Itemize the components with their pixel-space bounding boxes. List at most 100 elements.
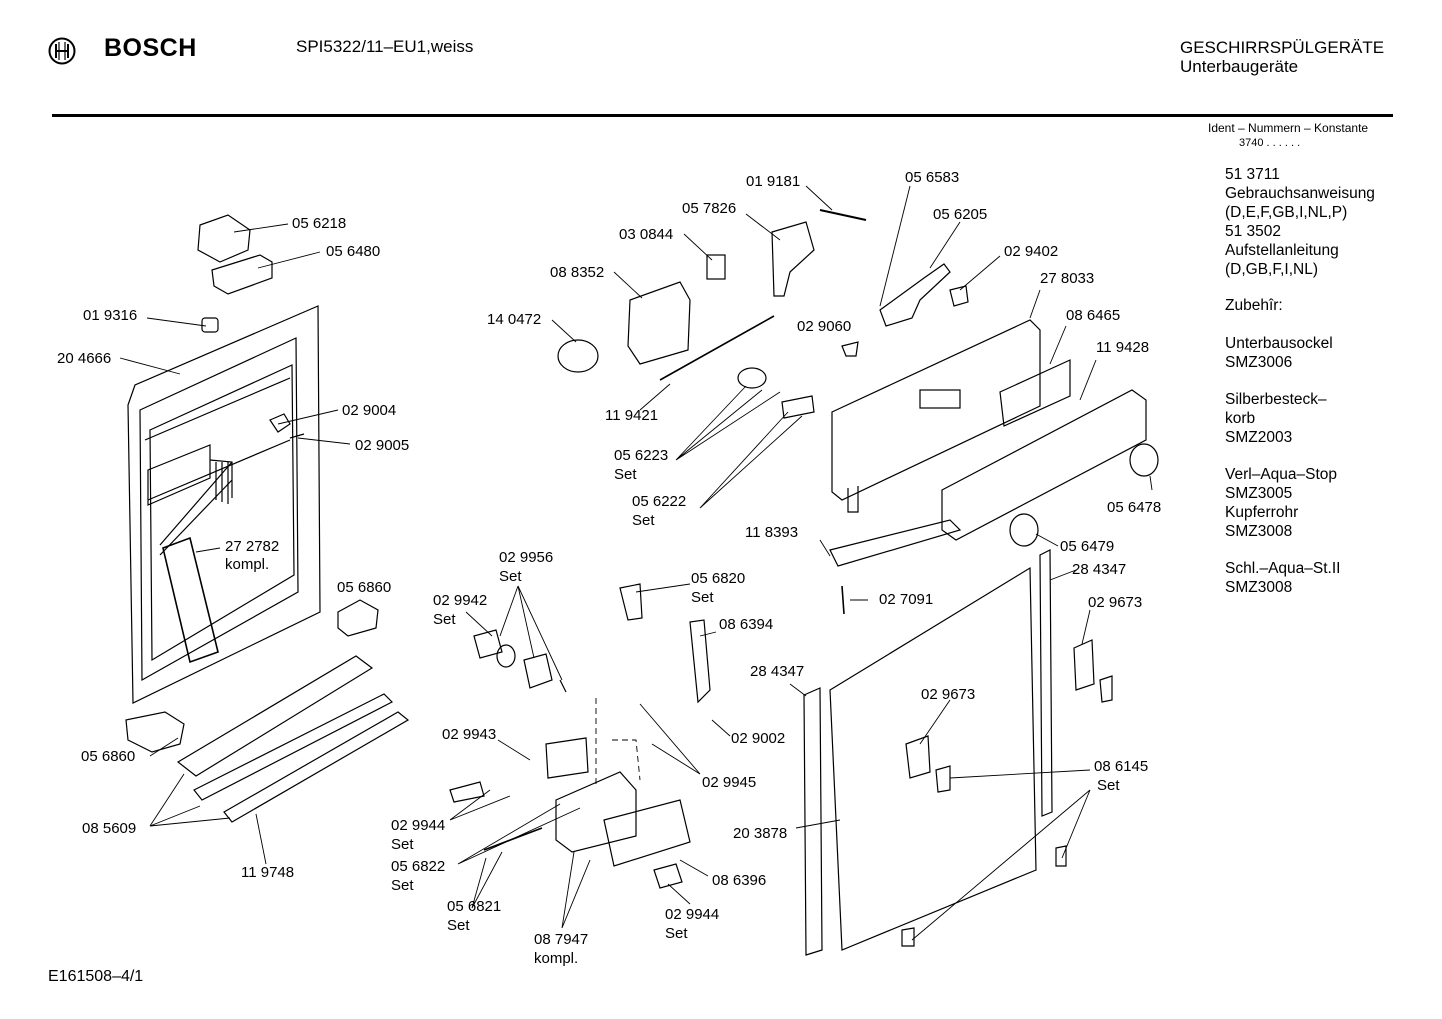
clip-part (201, 317, 219, 333)
sensor-part (879, 263, 951, 327)
doc-number: 51 3711 (1225, 166, 1280, 183)
part-label-note: Set (391, 836, 414, 853)
part-label: 08 6465 (1066, 307, 1121, 324)
part-label-note: Set (614, 466, 637, 483)
bracket-part (771, 221, 815, 297)
part-label: 05 6478 (1107, 499, 1162, 516)
bosch-logo-icon (48, 37, 76, 65)
display-part (999, 359, 1071, 427)
part-label-note: Set (433, 611, 456, 628)
part-label: 02 9673 (1088, 594, 1143, 611)
bracket-part (901, 927, 915, 947)
part-label: 08 8352 (550, 264, 605, 281)
part-label: 02 9673 (921, 686, 976, 703)
corner-block-part (337, 599, 379, 637)
part-label: 11 9748 (241, 864, 295, 881)
part-label-note: Set (691, 589, 714, 606)
seal-part (473, 629, 503, 659)
latch-housing-part (211, 254, 273, 295)
cable-strip (162, 536, 219, 664)
screw-part (841, 341, 859, 357)
accessory-code: SMZ3008 (1225, 579, 1293, 596)
part-label: 14 0472 (487, 311, 542, 328)
brand-name: BOSCH (104, 34, 197, 62)
accessory-code: SMZ3008 (1225, 523, 1293, 540)
bracket-part (935, 765, 951, 793)
part-label: 02 9956 (499, 549, 554, 566)
gasket-part (603, 799, 691, 867)
model-number: SPI5322/11–EU1,weiss (296, 37, 474, 56)
part-label: 05 6583 (905, 169, 960, 186)
part-label: 01 9316 (83, 307, 138, 324)
switch-set-part (781, 395, 815, 419)
inner-door-panel (127, 305, 321, 704)
spring-part (619, 583, 643, 621)
part-label: 02 9942 (433, 592, 488, 609)
ident-constant: 3740 . . . . . . (1239, 137, 1301, 149)
ring-part (559, 679, 567, 693)
product-category: GESCHIRRSPÜLGERÄTE (1180, 38, 1385, 57)
trim-strip-part (829, 519, 962, 567)
part-label: 05 6222 (632, 493, 687, 510)
part-label: 05 6223 (614, 447, 669, 464)
accessories-heading: Zubehîr: (1225, 297, 1283, 314)
accessory-name: Kupferrohr (1225, 504, 1299, 521)
pin-part (289, 433, 305, 439)
lever-part (689, 619, 711, 704)
wire-part (659, 315, 775, 381)
part-label: 20 4666 (57, 350, 112, 367)
bracket-part (1099, 675, 1113, 703)
cable-part (819, 209, 867, 221)
part-label: 02 9060 (797, 318, 852, 335)
part-label: 20 3878 (733, 825, 788, 842)
part-label: 28 4347 (1072, 561, 1127, 578)
part-label: 27 2782 (225, 538, 280, 555)
accessory-name: Silberbesteck– (1225, 391, 1327, 408)
part-label: 11 8393 (745, 524, 799, 541)
part-label: 02 7091 (879, 591, 934, 608)
accessory-code: SMZ3005 (1225, 485, 1293, 502)
part-label: 05 6820 (691, 570, 746, 587)
part-label: 05 6860 (81, 748, 136, 765)
part-label: 11 9428 (1096, 339, 1150, 356)
accessory-code: SMZ2003 (1225, 429, 1293, 446)
hinge-part (269, 413, 291, 433)
part-label: 01 9181 (746, 173, 801, 190)
ident-heading: Ident – Nummern – Konstante (1208, 121, 1369, 135)
part-label: 05 6480 (326, 243, 381, 260)
part-label: 02 9002 (731, 730, 786, 747)
part-label: 05 6860 (337, 579, 392, 596)
base-strip-part (193, 693, 394, 801)
part-label: 02 9944 (665, 906, 720, 923)
base-strip-part (176, 655, 374, 777)
part-label: 05 7826 (682, 200, 737, 217)
clip-part (653, 863, 683, 889)
part-label: 02 9945 (702, 774, 757, 791)
side-strip-part (803, 687, 823, 956)
part-label: 02 9005 (355, 437, 410, 454)
part-label: 05 6822 (391, 858, 446, 875)
part-label: 08 7947 (534, 931, 589, 948)
part-label: 08 5609 (82, 820, 137, 837)
part-label-note: kompl. (534, 950, 579, 967)
corner-block-part (125, 711, 185, 753)
part-label-note: kompl. (225, 556, 270, 573)
part-label: 05 6218 (292, 215, 347, 232)
screw-part (841, 585, 845, 615)
door-latch-part (197, 214, 251, 263)
part-label: 05 6821 (447, 898, 502, 915)
part-label: 03 0844 (619, 226, 674, 243)
accessory-name: Schl.–Aqua–St.II (1225, 560, 1341, 577)
timer-part (627, 281, 691, 365)
doc-number: 51 3502 (1225, 223, 1282, 240)
part-label-note: Set (391, 877, 414, 894)
lock-cover-part (545, 737, 589, 779)
part-label: 08 6394 (719, 616, 774, 633)
hinge-part (905, 735, 931, 779)
doc-languages: (D,E,F,GB,I,NL,P) (1225, 204, 1348, 221)
accessory-code: SMZ3006 (1225, 354, 1293, 371)
part-label-note: Set (499, 568, 522, 585)
part-label: 02 9944 (391, 817, 446, 834)
front-panel-part (941, 389, 1147, 541)
